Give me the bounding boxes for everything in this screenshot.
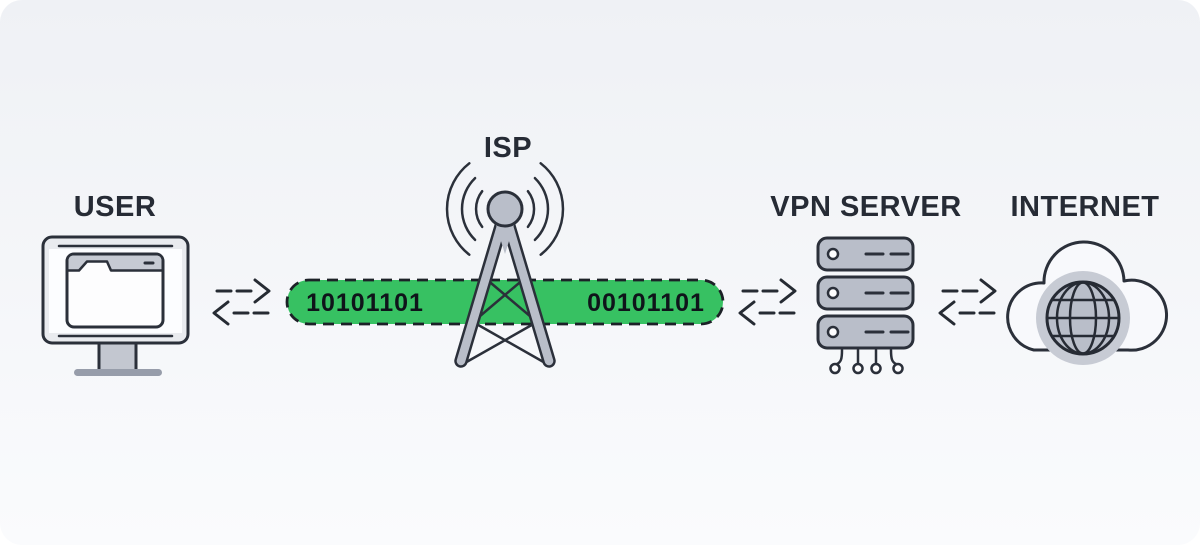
- globe-icon: [1045, 280, 1121, 356]
- server-cables: [835, 348, 898, 366]
- user-label: USER: [74, 191, 157, 223]
- folder-window-icon: [65, 252, 165, 329]
- globe-in-cloud-icon: [1006, 240, 1169, 365]
- internet-node: INTERNET: [1006, 191, 1169, 365]
- vpn-server-node: VPN SERVER: [770, 191, 961, 375]
- tower-legs: [454, 216, 556, 368]
- isp-node: ISP: [445, 132, 565, 368]
- tower-head: [486, 190, 524, 228]
- desktop-computer-icon: [41, 235, 190, 376]
- server-units: [816, 236, 915, 350]
- tunnel-pill: [285, 278, 725, 326]
- user-node: USER: [41, 191, 190, 376]
- server-leds: [826, 247, 840, 339]
- binary-decrypted: 00101101: [587, 289, 705, 317]
- server-slot-dashes: [864, 252, 910, 334]
- internet-label: INTERNET: [1011, 191, 1160, 223]
- cable-ends: [829, 362, 904, 375]
- isp-label: ISP: [484, 132, 532, 164]
- server-stack-icon: [816, 236, 915, 375]
- vpn-server-label: VPN SERVER: [770, 191, 961, 223]
- monitor-base: [74, 369, 162, 376]
- radio-tower-icon: [445, 162, 565, 368]
- binary-encrypted: 10101101: [306, 289, 424, 317]
- monitor-stand: [97, 338, 138, 373]
- encrypted-tunnel: 10101101 00101101: [285, 278, 725, 326]
- signal-waves-icon: [445, 162, 565, 256]
